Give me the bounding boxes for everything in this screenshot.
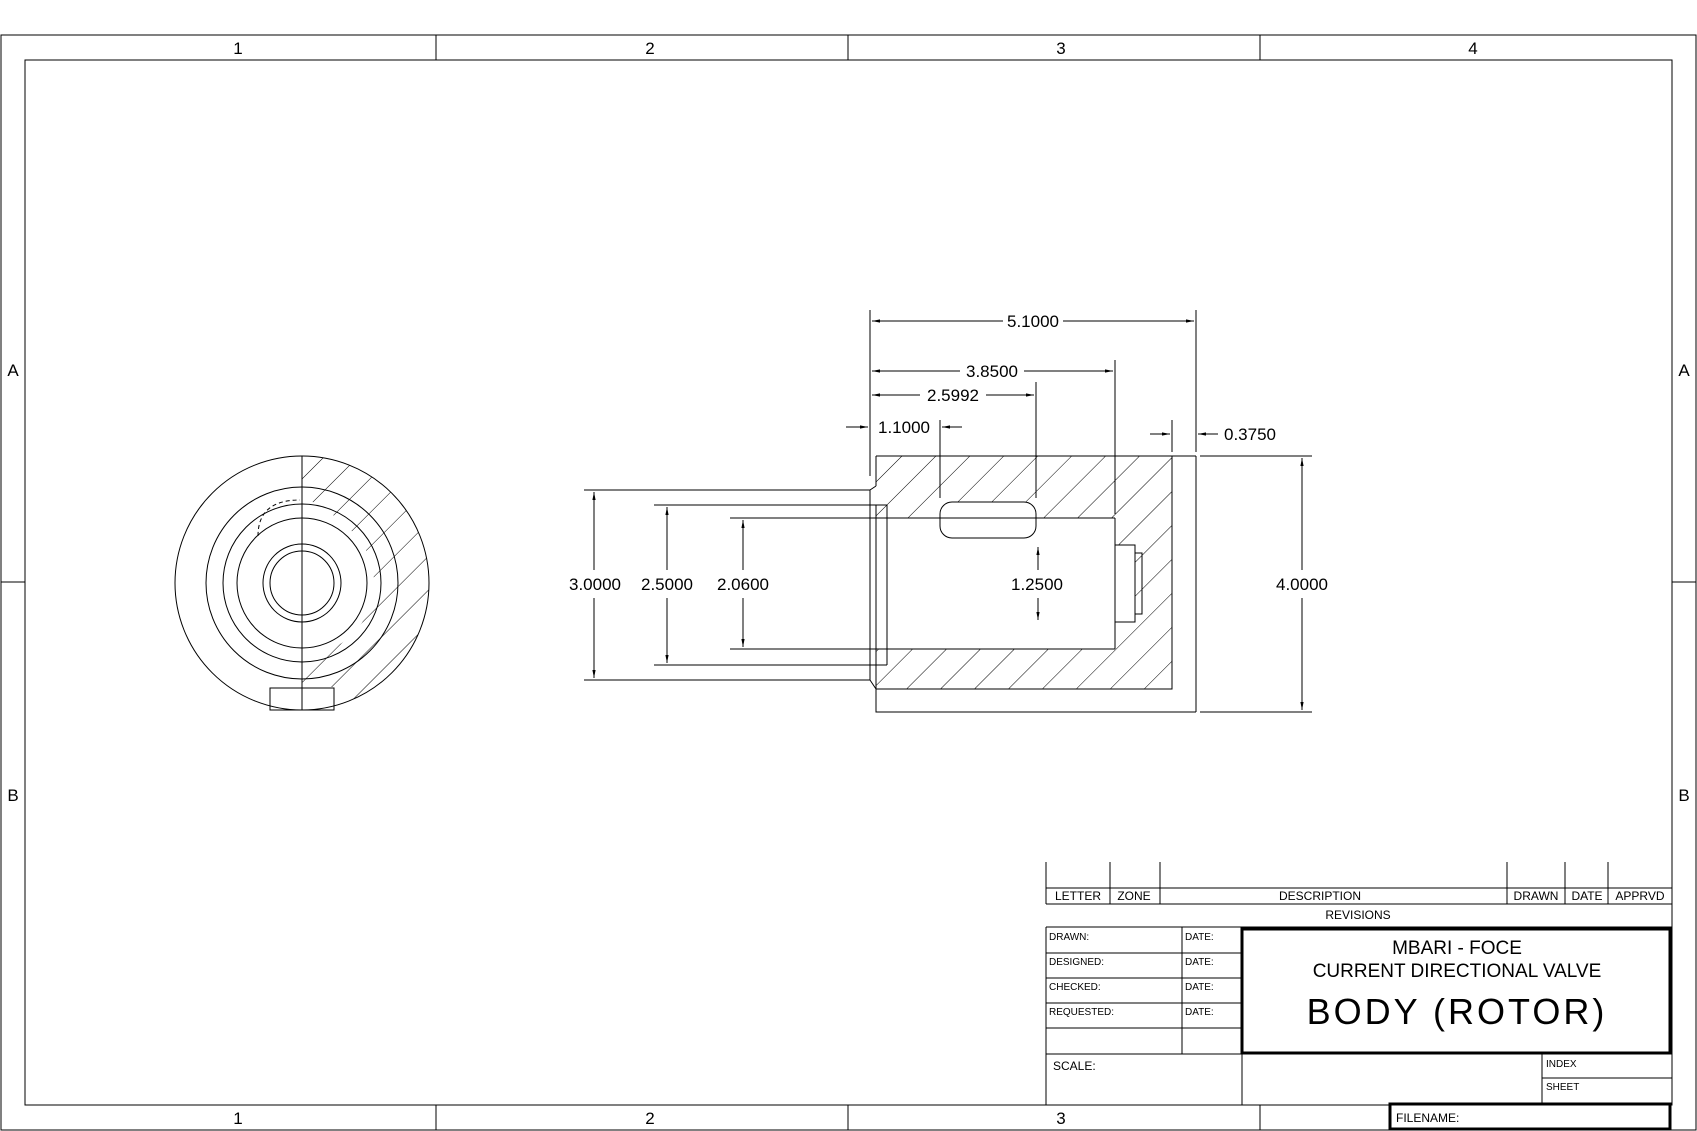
title-org: MBARI - FOCE xyxy=(1392,938,1522,959)
field-requested-date: DATE: xyxy=(1185,1007,1214,1018)
dim-pocket-dia: 1.2500 xyxy=(1011,575,1063,594)
dim-bore-dia: 2.0600 xyxy=(717,575,769,594)
sheet-border xyxy=(0,34,1697,1131)
title-part: BODY (ROTOR) xyxy=(1307,991,1608,1032)
title-project: CURRENT DIRECTIONAL VALVE xyxy=(1313,961,1602,982)
rev-header-letter: LETTER xyxy=(1055,889,1101,903)
zone-col-2-top: 2 xyxy=(645,39,654,58)
zone-row-b-left: B xyxy=(7,786,18,805)
zone-col-3-top: 3 xyxy=(1056,39,1065,58)
rev-header-approved: APPRVD xyxy=(1615,889,1664,903)
zone-col-3-bottom: 3 xyxy=(1056,1109,1065,1128)
dim-slot-end: 2.5992 xyxy=(927,386,979,405)
zone-col-1-bottom: 1 xyxy=(233,1109,242,1128)
rev-header-drawn: DRAWN xyxy=(1514,889,1559,903)
rev-header-zone: ZONE xyxy=(1117,889,1150,903)
field-designed-date: DATE: xyxy=(1185,957,1214,968)
field-checked-label: CHECKED: xyxy=(1049,982,1101,993)
rev-header-description: DESCRIPTION xyxy=(1279,889,1361,903)
dim-flange-dia: 3.0000 xyxy=(569,575,621,594)
dimensions: 5.1000 3.8500 2.5992 1.1000 0.3750 4.000… xyxy=(569,310,1328,713)
revisions-block: LETTER ZONE DESCRIPTION DRAWN DATE APPRV… xyxy=(1045,862,1672,928)
section-view xyxy=(584,455,1197,713)
revisions-title: REVISIONS xyxy=(1325,908,1390,922)
dim-end-wall: 0.3750 xyxy=(1224,425,1276,444)
zone-col-2-bottom: 2 xyxy=(645,1109,654,1128)
zone-col-1-top: 1 xyxy=(233,39,242,58)
dim-bore-depth: 3.8500 xyxy=(966,362,1018,381)
zone-labels: 1 2 3 4 1 2 3 A A B B xyxy=(7,39,1690,1128)
field-drawn-date: DATE: xyxy=(1185,932,1214,943)
dim-slot-start: 1.1000 xyxy=(878,418,930,437)
rev-header-date: DATE xyxy=(1571,889,1602,903)
end-view xyxy=(174,455,430,711)
dim-outer-dia: 4.0000 xyxy=(1276,575,1328,594)
field-drawn-label: DRAWN: xyxy=(1049,932,1089,943)
dim-overall-length: 5.1000 xyxy=(1007,312,1059,331)
zone-row-b-right: B xyxy=(1678,786,1689,805)
zone-row-a-right: A xyxy=(1678,361,1690,380)
zone-row-a-left: A xyxy=(7,361,19,380)
field-designed-label: DESIGNED: xyxy=(1049,957,1104,968)
zone-col-4-top: 4 xyxy=(1468,39,1477,58)
scale-label: SCALE: xyxy=(1053,1059,1096,1073)
field-checked-date: DATE: xyxy=(1185,982,1214,993)
field-requested-label: REQUESTED: xyxy=(1049,1007,1114,1018)
dim-step-dia: 2.5000 xyxy=(641,575,693,594)
title-block: DRAWN: DATE: DESIGNED: DATE: CHECKED: DA… xyxy=(1045,927,1672,1131)
sheet-label: SHEET xyxy=(1546,1082,1579,1093)
filename-label: FILENAME: xyxy=(1396,1111,1459,1125)
index-label: INDEX xyxy=(1546,1059,1577,1070)
